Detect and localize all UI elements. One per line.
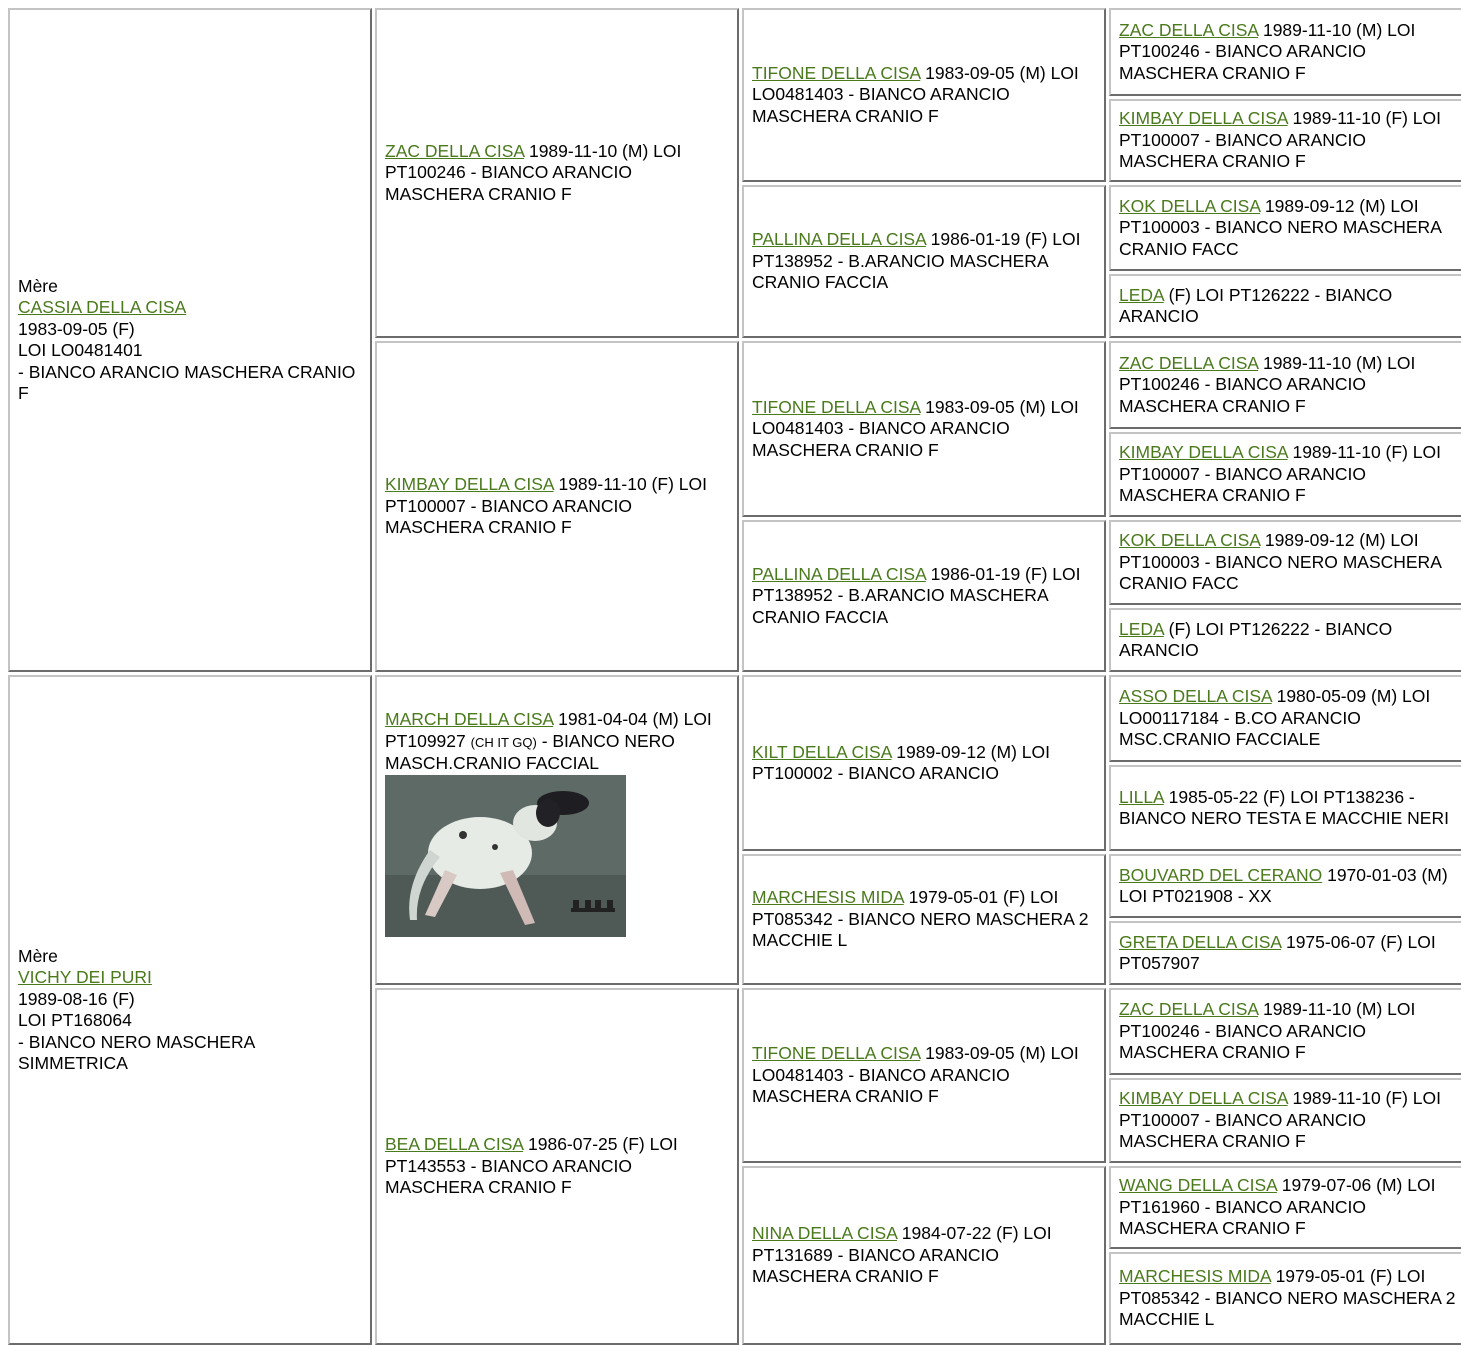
ancestor-details: 1989-11-10 (M) LOI PT100246 - BIANCO ARA… (1119, 19, 1416, 83)
ancestor-details: 1975-06-07 (F) LOI PT057907 (1119, 931, 1436, 974)
ancestor-cell-gen3: TIFONE DELLA CISA 1983-09-05 (M) LOI LO0… (742, 341, 1106, 517)
ancestor-cell-gen4: KIMBAY DELLA CISA 1989-11-10 (F) LOI PT1… (1109, 1078, 1461, 1163)
ancestor-details: 1989-11-10 (M) LOI PT100246 - BIANCO ARA… (1119, 999, 1416, 1063)
ancestor-details: 1980-05-09 (M) LOI LO00117184 - B.CO ARA… (1119, 686, 1431, 750)
ancestor-cell-sire-side: Mère CASSIA DELLA CISA 1983-09-05 (F) LO… (8, 8, 372, 672)
ancestor-cell-gen3: MARCHESIS MIDA 1979-05-01 (F) LOI PT0853… (742, 854, 1106, 985)
ancestor-details: 1989-11-10 (F) LOI PT100007 - BIANCO ARA… (385, 474, 707, 538)
ancestor-cell-gen3: PALLINA DELLA CISA 1986-01-19 (F) LOI PT… (742, 185, 1106, 338)
ancestor-link[interactable]: LEDA (1119, 618, 1164, 639)
ancestor-link[interactable]: MARCHESIS MIDA (752, 887, 904, 908)
ancestor-details: 1989-11-10 (F) LOI PT100007 - BIANCO ARA… (1119, 442, 1441, 506)
ancestor-link[interactable]: PALLINA DELLA CISA (752, 563, 926, 584)
ancestor-link[interactable]: ZAC DELLA CISA (1119, 352, 1259, 373)
ancestor-cell-gen4: BOUVARD DEL CERANO 1970-01-03 (M) LOI PT… (1109, 854, 1461, 918)
description: - BIANCO ARANCIO MASCHERA CRANIO F (18, 361, 356, 404)
ancestor-link[interactable]: KIMBAY DELLA CISA (385, 474, 554, 495)
ancestor-cell-gen3: NINA DELLA CISA 1984-07-22 (F) LOI PT131… (742, 1166, 1106, 1345)
ancestor-cell-gen3: PALLINA DELLA CISA 1986-01-19 (F) LOI PT… (742, 520, 1106, 672)
ancestor-cell-gen4: KOK DELLA CISA 1989-09-12 (M) LOI PT1000… (1109, 520, 1461, 605)
ancestor-cell-gen4: KIMBAY DELLA CISA 1989-11-10 (F) LOI PT1… (1109, 99, 1461, 182)
ancestor-link[interactable]: VICHY DEI PURI (18, 967, 152, 987)
ancestor-details: 1989-11-10 (F) LOI PT100007 - BIANCO ARA… (1119, 1088, 1441, 1152)
ancestor-details: 1989-11-10 (M) LOI PT100246 - BIANCO ARA… (385, 140, 682, 204)
ancestor-cell-gen4: ZAC DELLA CISA 1989-11-10 (M) LOI PT1002… (1109, 8, 1461, 96)
parent-role-label: Mère (18, 275, 58, 296)
ancestor-link[interactable]: ZAC DELLA CISA (1119, 999, 1259, 1020)
registration: LOI LO0481401 (18, 340, 143, 360)
ancestor-cell-gen4: ZAC DELLA CISA 1989-11-10 (M) LOI PT1002… (1109, 341, 1461, 429)
ancestor-link[interactable]: ZAC DELLA CISA (385, 140, 525, 161)
date-sex: 1983-09-05 (F) (18, 318, 135, 339)
ancestor-link[interactable]: KIMBAY DELLA CISA (1119, 442, 1288, 463)
ancestor-link[interactable]: BOUVARD DEL CERANO (1119, 864, 1323, 885)
ancestor-details: 1989-09-12 (M) LOI PT100003 - BIANCO NER… (1119, 195, 1441, 259)
ancestor-link[interactable]: MARCHESIS MIDA (1119, 1266, 1271, 1287)
ancestor-cell-gen3: TIFONE DELLA CISA 1983-09-05 (M) LOI LO0… (742, 8, 1106, 182)
ancestor-details: 1986-07-25 (F) LOI PT143553 - BIANCO ARA… (385, 1134, 678, 1198)
ancestor-details: 1979-05-01 (F) LOI PT085342 - BIANCO NER… (1119, 1266, 1456, 1330)
ancestor-link[interactable]: ASSO DELLA CISA (1119, 686, 1272, 707)
ancestor-cell-gen2: MARCH DELLA CISA 1981-04-04 (M) LOI PT10… (375, 675, 739, 985)
ancestor-details: 1981-04-04 (M) LOI PT109927 (385, 709, 712, 751)
parent-role-label: Mère (18, 945, 58, 966)
ancestor-link[interactable]: NINA DELLA CISA (752, 1223, 897, 1244)
ancestor-cell-gen4: LEDA (F) LOI PT126222 - BIANCO ARANCIO (1109, 274, 1461, 338)
ancestor-details: 1989-11-10 (M) LOI PT100246 - BIANCO ARA… (1119, 352, 1416, 416)
ancestor-details: 1986-01-19 (F) LOI PT138952 - B.ARANCIO … (752, 563, 1081, 627)
ancestor-cell-gen2: BEA DELLA CISA 1986-07-25 (F) LOI PT1435… (375, 988, 739, 1345)
ancestor-cell-gen4: LILLA 1985-05-22 (F) LOI PT138236 - BIAN… (1109, 765, 1461, 851)
ancestor-details: 1983-09-05 (M) LOI LO0481403 - BIANCO AR… (752, 62, 1079, 126)
ancestor-link[interactable]: CASSIA DELLA CISA (18, 297, 187, 317)
ancestor-link[interactable]: TIFONE DELLA CISA (752, 396, 921, 417)
ancestor-link[interactable]: LILLA (1119, 786, 1164, 807)
ancestor-link[interactable]: KIMBAY DELLA CISA (1119, 108, 1288, 129)
ancestor-details: 1984-07-22 (F) LOI PT131689 - BIANCO ARA… (752, 1223, 1052, 1287)
ancestor-details: (F) LOI PT126222 - BIANCO ARANCIO (1119, 618, 1393, 661)
ancestor-cell-gen3: TIFONE DELLA CISA 1983-09-05 (M) LOI LO0… (742, 988, 1106, 1163)
ancestor-details: 1983-09-05 (M) LOI LO0481403 - BIANCO AR… (752, 396, 1079, 460)
ancestor-link[interactable]: WANG DELLA CISA (1119, 1175, 1277, 1196)
ancestor-details: 1989-11-10 (F) LOI PT100007 - BIANCO ARA… (1119, 108, 1441, 172)
ancestor-cell-gen4: KIMBAY DELLA CISA 1989-11-10 (F) LOI PT1… (1109, 432, 1461, 517)
date-sex: 1989-08-16 (F) (18, 988, 135, 1009)
ancestor-cell-gen2: KIMBAY DELLA CISA 1989-11-10 (F) LOI PT1… (375, 341, 739, 672)
ancestor-link[interactable]: BEA DELLA CISA (385, 1134, 524, 1155)
ancestor-cell-gen4: LEDA (F) LOI PT126222 - BIANCO ARANCIO (1109, 608, 1461, 672)
ancestor-details: 1985-05-22 (F) LOI PT138236 - BIANCO NER… (1119, 786, 1449, 829)
ancestor-details: 1983-09-05 (M) LOI LO0481403 - BIANCO AR… (752, 1043, 1079, 1107)
ancestor-cell-gen4: WANG DELLA CISA 1979-07-06 (M) LOI PT161… (1109, 1166, 1461, 1249)
ancestor-details: 1979-05-01 (F) LOI PT085342 - BIANCO NER… (752, 887, 1089, 951)
ancestor-details: 1979-07-06 (M) LOI PT161960 - BIANCO ARA… (1119, 1175, 1436, 1239)
ancestor-cell-gen4: ZAC DELLA CISA 1989-11-10 (M) LOI PT1002… (1109, 988, 1461, 1075)
dog-photo (385, 774, 626, 937)
description: - BIANCO NERO MASCHERA SIMMETRICA (18, 1031, 255, 1074)
title-badge: (CH IT GQ) (470, 734, 537, 750)
ancestor-details: 1970-01-03 (M) LOI PT021908 - XX (1119, 864, 1448, 907)
ancestor-link[interactable]: KIMBAY DELLA CISA (1119, 1088, 1288, 1109)
ancestor-details-2: - BIANCO NERO MASCH.CRANIO FACCIAL (385, 730, 675, 774)
ancestor-link[interactable]: KOK DELLA CISA (1119, 195, 1261, 216)
ancestor-cell-gen4: GRETA DELLA CISA 1975-06-07 (F) LOI PT05… (1109, 921, 1461, 985)
ancestor-details: 1989-09-12 (M) LOI PT100002 - BIANCO ARA… (752, 741, 1050, 784)
ancestor-link[interactable]: GRETA DELLA CISA (1119, 931, 1282, 952)
ancestor-link[interactable]: TIFONE DELLA CISA (752, 62, 921, 83)
ancestor-link[interactable]: ZAC DELLA CISA (1119, 19, 1259, 40)
ancestor-link[interactable]: KILT DELLA CISA (752, 741, 892, 762)
ancestor-link[interactable]: KOK DELLA CISA (1119, 530, 1261, 551)
ancestor-cell-dam-side: Mère VICHY DEI PURI 1989-08-16 (F) LOI P… (8, 675, 372, 1345)
ancestor-link[interactable]: MARCH DELLA CISA (385, 709, 554, 729)
ancestor-cell-gen2: ZAC DELLA CISA 1989-11-10 (M) LOI PT1002… (375, 8, 739, 338)
ancestor-cell-gen4: MARCHESIS MIDA 1979-05-01 (F) LOI PT0853… (1109, 1252, 1461, 1345)
registration: LOI PT168064 (18, 1010, 132, 1030)
ancestor-link[interactable]: PALLINA DELLA CISA (752, 229, 926, 250)
ancestor-link[interactable]: TIFONE DELLA CISA (752, 1043, 921, 1064)
ancestor-cell-gen4: KOK DELLA CISA 1989-09-12 (M) LOI PT1000… (1109, 185, 1461, 271)
ancestor-details: 1986-01-19 (F) LOI PT138952 - B.ARANCIO … (752, 229, 1081, 293)
ancestor-cell-gen3: KILT DELLA CISA 1989-09-12 (M) LOI PT100… (742, 675, 1106, 851)
ancestor-details: 1989-09-12 (M) LOI PT100003 - BIANCO NER… (1119, 530, 1441, 594)
ancestor-details: (F) LOI PT126222 - BIANCO ARANCIO (1119, 284, 1393, 327)
ancestor-link[interactable]: LEDA (1119, 284, 1164, 305)
ancestor-cell-gen4: ASSO DELLA CISA 1980-05-09 (M) LOI LO001… (1109, 675, 1461, 762)
